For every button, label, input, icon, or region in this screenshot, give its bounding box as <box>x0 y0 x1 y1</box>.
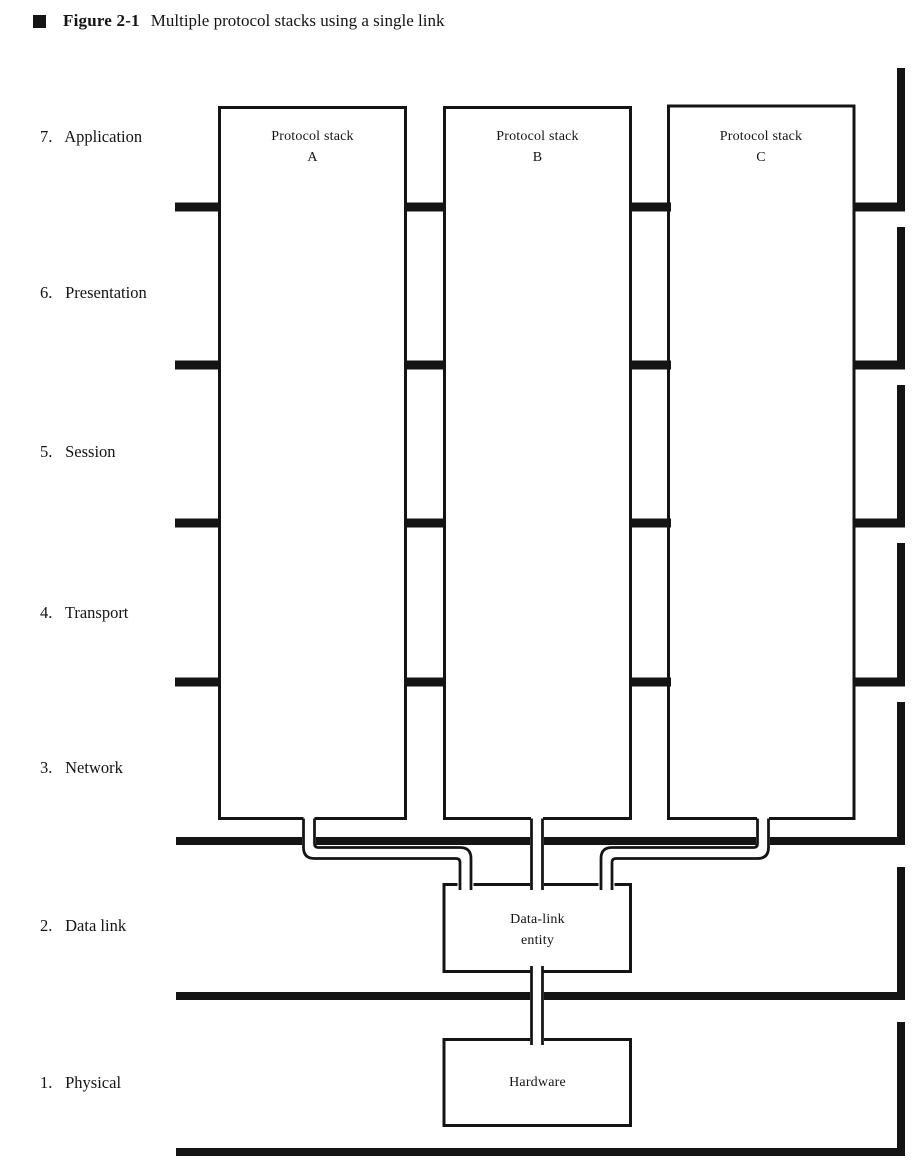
layer-boundary-tick-right <box>853 202 905 212</box>
boundary-line-network-datalink <box>316 837 530 845</box>
data-link-entity-line1: Data-link <box>510 912 565 927</box>
layer-name: Application <box>64 127 143 146</box>
single-link-bar-segment <box>897 867 905 1000</box>
stack-c-tube <box>610 818 770 890</box>
boundary-line-datalink-physical <box>544 992 905 1000</box>
boundary-line-network-datalink <box>770 837 905 845</box>
layer-boundary-tick-left <box>175 202 221 212</box>
layer-boundary-tick-right <box>853 518 905 528</box>
single-link-bar-segment <box>897 68 905 212</box>
boundary-line-datalink-physical <box>176 992 530 1000</box>
layer-name: Presentation <box>65 283 147 302</box>
boundary-line-network-datalink <box>544 837 756 845</box>
single-link-bar-segment <box>897 543 905 687</box>
stack-a-tube <box>302 818 462 890</box>
stack-b-label: Protocol stack B <box>444 126 631 168</box>
layer-boundary-tick-right <box>853 677 905 687</box>
layer-boundary-tick-right <box>853 360 905 370</box>
layer-boundary-tick-mid <box>629 360 671 370</box>
figure-caption: Multiple protocol stacks using a single … <box>150 11 445 30</box>
layer-boundary-tick-mid <box>629 677 671 687</box>
figure-header: Figure 2-1 Multiple protocol stacks usin… <box>33 11 444 31</box>
stack-c-letter: C <box>756 150 766 165</box>
data-link-entity-box <box>442 883 531 973</box>
stack-a-title: Protocol stack <box>271 129 354 144</box>
single-link-bar-segment <box>897 385 905 528</box>
layer-number: 6. <box>40 283 53 302</box>
square-bullet-icon <box>33 14 46 28</box>
boundary-line-network-datalink <box>176 837 302 845</box>
single-link-bar-segment <box>897 702 905 845</box>
layer-boundary-tick-mid <box>404 360 446 370</box>
layer-number: 1. <box>40 1073 53 1092</box>
layer-label-presentation: 6. Presentation <box>40 282 147 304</box>
layer-label-physical: 1. Physical <box>40 1072 121 1094</box>
layer-name: Physical <box>65 1073 122 1092</box>
layer-number: 4. <box>40 603 53 622</box>
layer-label-network: 3. Network <box>40 757 123 779</box>
single-link-bar-segment <box>897 227 905 370</box>
layer-name: Network <box>65 758 123 777</box>
hardware-label-text: Hardware <box>509 1075 566 1090</box>
stack-c-title: Protocol stack <box>719 129 803 144</box>
stack-c-label: Protocol stack C <box>668 126 854 168</box>
layer-number: 7. <box>40 127 53 146</box>
stack-a-letter: A <box>307 150 318 165</box>
layer-number: 5. <box>40 442 53 461</box>
layer-name: Data link <box>65 916 127 935</box>
single-link-bar-segment <box>897 1022 905 1156</box>
layer-boundary-tick-mid <box>404 202 446 212</box>
layer-label-session: 5. Session <box>40 441 116 463</box>
data-link-entity-box <box>543 883 632 973</box>
layer-boundary-tick-left <box>175 677 221 687</box>
stack-b-letter: B <box>532 150 543 165</box>
data-link-entity-line2: entity <box>520 933 555 948</box>
layer-boundary-tick-mid <box>404 518 446 528</box>
stack-a-label: Protocol stack A <box>219 126 406 168</box>
stack-c-tube <box>599 818 759 890</box>
layer-number: 2. <box>40 916 53 935</box>
layer-name: Session <box>65 442 116 461</box>
hardware-box <box>442 1038 632 1127</box>
layer-label-application: 7. Application <box>40 126 142 148</box>
layer-boundary-tick-mid <box>629 518 671 528</box>
layer-label-transport: 4. Transport <box>40 602 128 624</box>
layer-number: 3. <box>40 758 53 777</box>
stack-a-box <box>218 106 407 820</box>
hardware-label: Hardware <box>444 1072 631 1093</box>
stack-b-box <box>443 106 632 820</box>
layer-boundary-tick-mid <box>629 202 671 212</box>
figure-label: Figure 2-1 <box>63 11 140 30</box>
layer-name: Transport <box>64 603 129 622</box>
bottom-boundary-line <box>176 1148 905 1156</box>
layer-boundary-tick-left <box>175 360 221 370</box>
data-link-entity-label: Data-link entity <box>444 909 631 951</box>
layer-boundary-tick-left <box>175 518 221 528</box>
layer-label-datalink: 2. Data link <box>40 915 126 937</box>
stack-a-tube <box>313 818 473 890</box>
stack-b-title: Protocol stack <box>496 129 579 144</box>
layer-boundary-tick-mid <box>404 677 446 687</box>
stack-c-box <box>667 104 856 820</box>
